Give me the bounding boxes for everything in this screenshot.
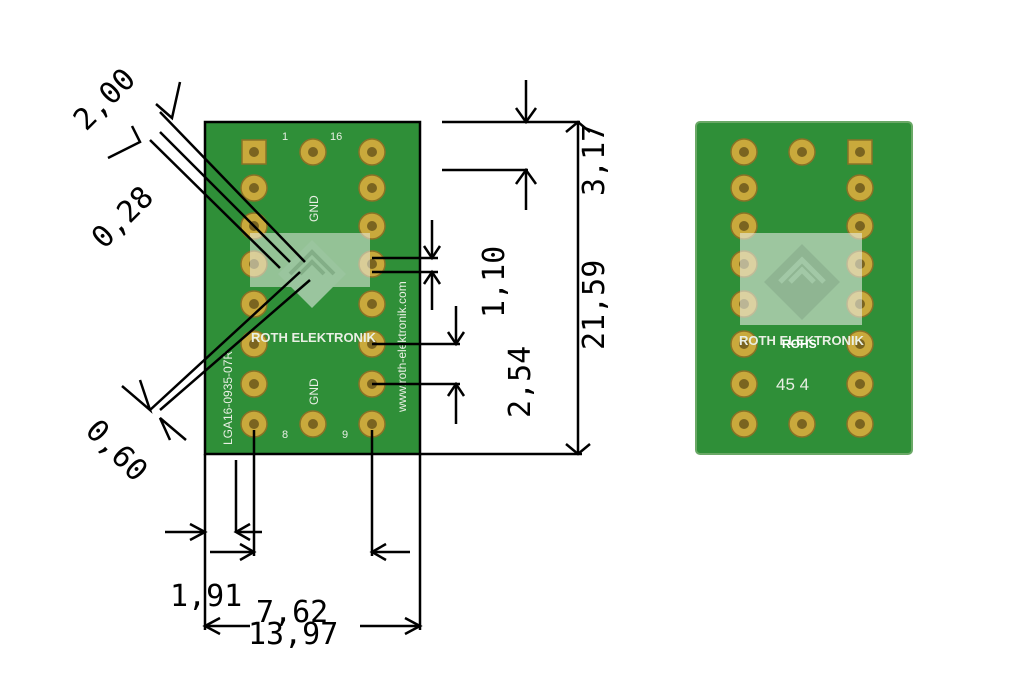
front-pad-hole	[249, 339, 259, 349]
back-pad-hole	[855, 339, 865, 349]
dim-board-height: 21,59	[577, 260, 612, 350]
back-pad-hole	[797, 419, 807, 429]
back-brand-logo	[740, 233, 862, 325]
dim-pin-spacing: 2,54	[503, 346, 538, 418]
front-pad-hole	[249, 379, 259, 389]
part-number-label: LGA16-0935-07R	[221, 351, 235, 445]
back-pad-hole	[855, 379, 865, 389]
brand-label: ROTH ELEKTRONIK	[251, 330, 377, 345]
dim-pad-diag-small: 0,60	[78, 413, 154, 489]
back-brand-label: ROTH ELEKTRONIK	[739, 333, 865, 348]
back-rohs-label: ROHS	[782, 337, 817, 351]
front-pad-hole	[308, 419, 318, 429]
dim-edge-offset: 1,91	[170, 579, 242, 614]
pin9-label: 9	[342, 429, 348, 441]
front-pad-hole	[367, 299, 377, 309]
dim-pad-pitch-diag: 2,00	[67, 62, 143, 138]
front-pad-hole	[367, 221, 377, 231]
front-pad-hole	[249, 147, 259, 157]
dim-board-width: 13,97	[248, 617, 338, 652]
gnd-top-label: GND	[307, 195, 321, 222]
board-back: ROTH ELEKTRONIK ROHS 45 4	[695, 121, 913, 455]
back-pad-hole	[855, 147, 865, 157]
back-pad-hole	[739, 147, 749, 157]
dimension-lines	[107, 80, 591, 636]
dim-top-margin: 3,17	[577, 124, 612, 196]
dim-trace-width: 0,28	[85, 180, 161, 256]
website-label: www.roth-elektronik.com	[395, 281, 409, 413]
back-pads-center	[788, 138, 816, 438]
board-front: 1 16 8 9 GND GND LGA16-0935-07R www.roth…	[203, 120, 422, 456]
back-pad-hole	[739, 221, 749, 231]
front-pad-hole	[249, 419, 259, 429]
front-pad-hole	[249, 183, 259, 193]
back-pad-hole	[855, 419, 865, 429]
back-pad	[847, 139, 873, 165]
pin1-label: 1	[282, 131, 288, 143]
pads-center-column	[299, 138, 327, 438]
pin16-label: 16	[330, 131, 342, 143]
dim-row-spacing: 7,62	[256, 595, 328, 630]
front-pad-hole	[367, 419, 377, 429]
back-pad-hole	[739, 183, 749, 193]
back-pad-hole	[739, 419, 749, 429]
back-pad-hole	[855, 221, 865, 231]
front-pad-hole	[367, 183, 377, 193]
gnd-bottom-label: GND	[307, 378, 321, 405]
front-pad-hole	[308, 147, 318, 157]
dim-pad-size: 1,10	[477, 246, 512, 318]
back-pad-hole	[739, 339, 749, 349]
pin8-label: 8	[282, 429, 288, 441]
back-pad-hole	[855, 183, 865, 193]
front-pad-hole	[367, 147, 377, 157]
back-pad-hole	[797, 147, 807, 157]
back-pad-hole	[739, 379, 749, 389]
back-code-label: 45 4	[776, 375, 809, 394]
front-pad-hole	[249, 299, 259, 309]
